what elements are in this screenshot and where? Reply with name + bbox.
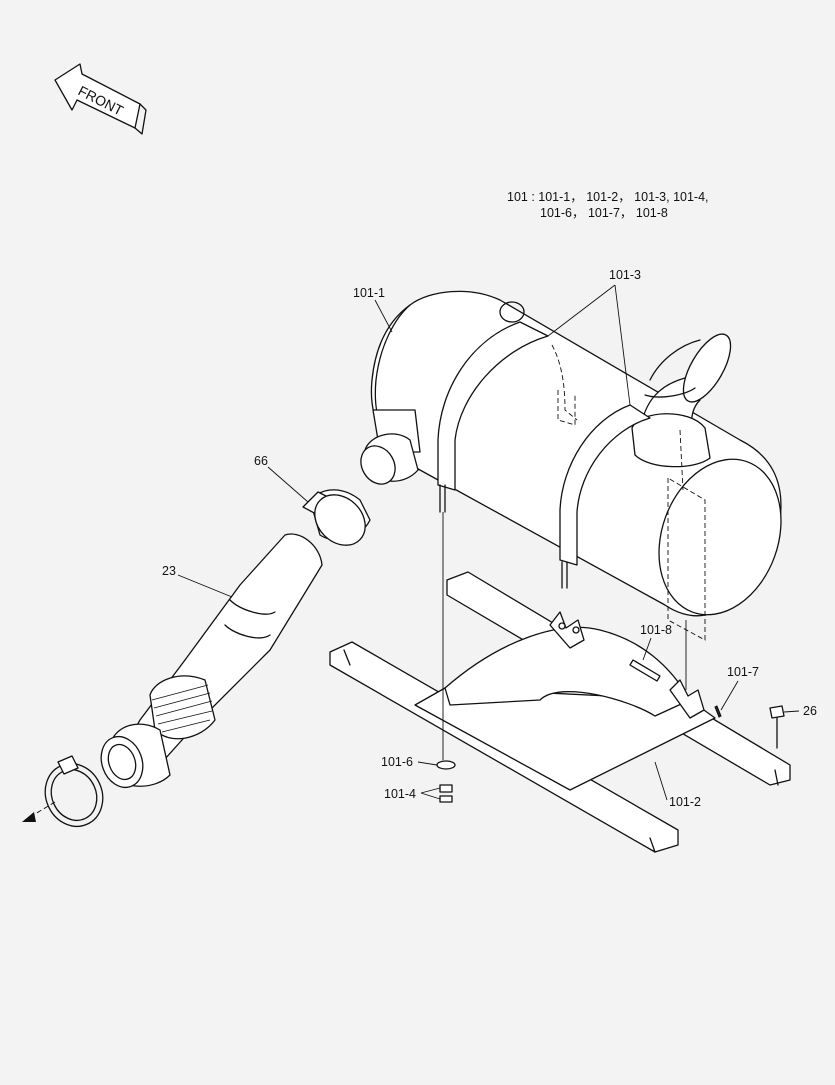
nut-101-4 bbox=[439, 784, 453, 803]
callout-23: 23 bbox=[162, 564, 176, 578]
callout-101-8: 101-8 bbox=[640, 623, 672, 637]
leader-lines bbox=[177, 284, 800, 801]
direction-arrowhead bbox=[22, 812, 36, 822]
callout-101-7: 101-7 bbox=[727, 665, 759, 679]
callout-101-4: 101-4 bbox=[384, 787, 416, 801]
callout-101-6: 101-6 bbox=[381, 755, 413, 769]
cotter-pin-101-7 bbox=[714, 705, 722, 718]
pin-101-8 bbox=[629, 659, 661, 682]
washer-101-6 bbox=[436, 760, 456, 770]
callout-101-3: 101-3 bbox=[609, 268, 641, 282]
bracket-101-2 bbox=[329, 571, 791, 853]
assembly-note-line2: 101-6， 101-7， 101-8 bbox=[540, 206, 668, 220]
direction-dashed-line bbox=[24, 801, 56, 821]
clamp-66 bbox=[302, 489, 371, 546]
ring-clamp bbox=[44, 755, 104, 827]
callout-26: 26 bbox=[803, 704, 817, 718]
front-direction-arrow: FRONT bbox=[54, 63, 147, 135]
exhaust-pipe-23 bbox=[100, 533, 323, 789]
callout-101-2: 101-2 bbox=[669, 795, 701, 809]
callout-66: 66 bbox=[254, 454, 268, 468]
callout-101-1: 101-1 bbox=[353, 286, 385, 300]
assembly-note-line1: 101 : 101-1， 101-2， 101-3, 101-4, bbox=[507, 190, 709, 204]
bolt-26 bbox=[769, 705, 785, 749]
